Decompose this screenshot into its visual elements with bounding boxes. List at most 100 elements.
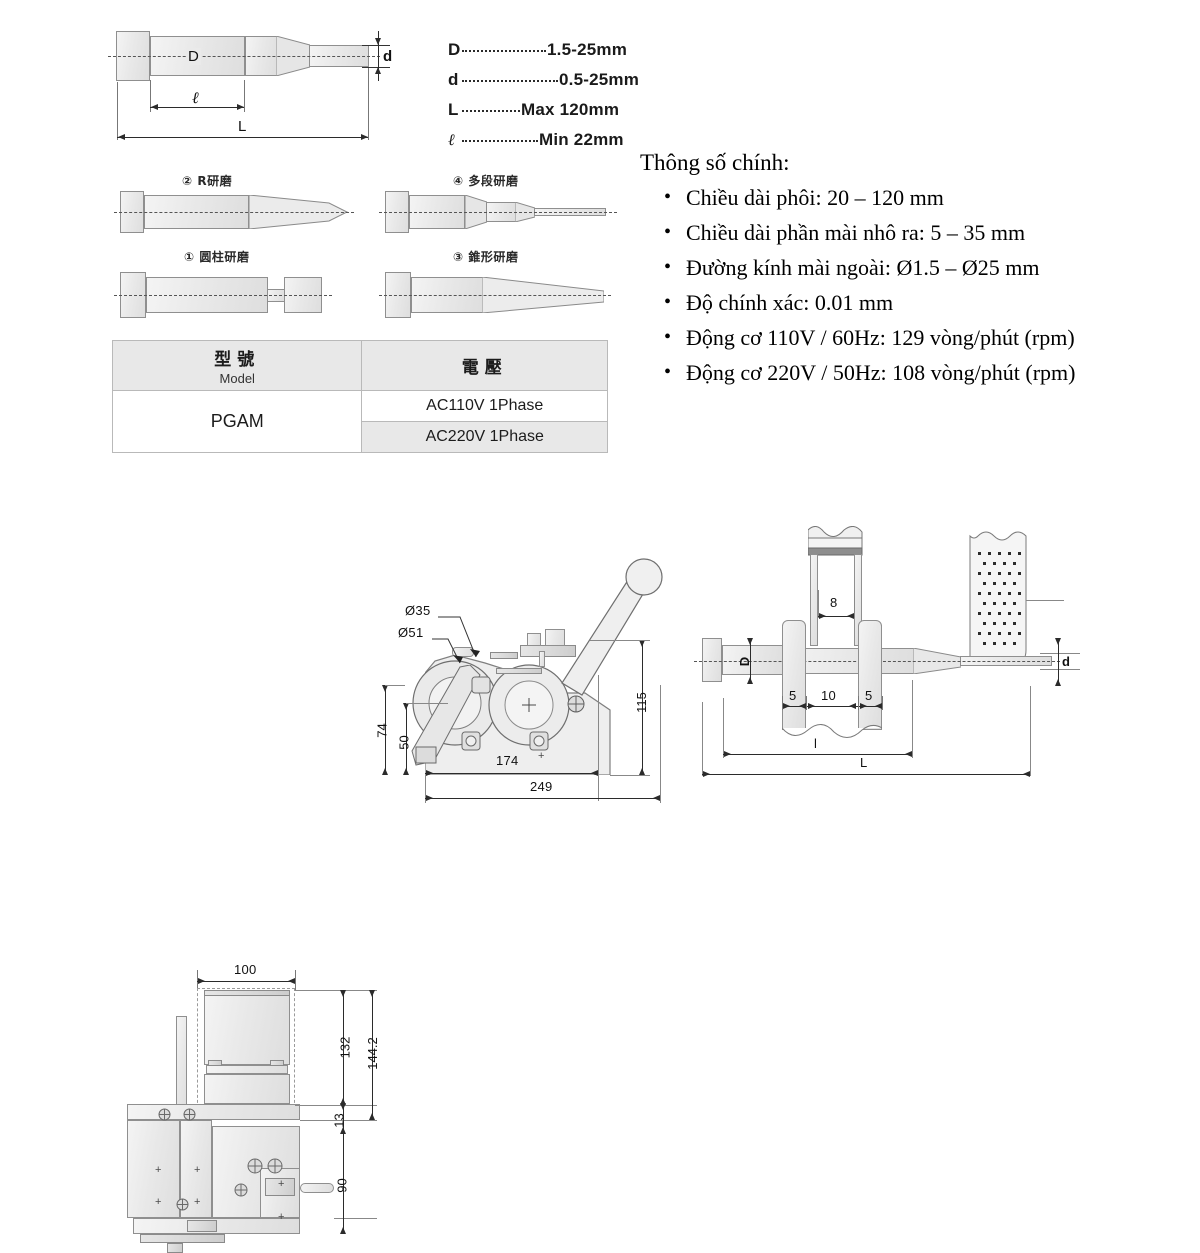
dim10-arrow-l <box>808 703 815 709</box>
dim-label-5-left: 5 <box>789 688 797 703</box>
dimD-arrow-bottom <box>747 677 753 684</box>
dim50-line <box>406 703 407 775</box>
column-cap <box>204 990 290 996</box>
dim8-line <box>818 616 854 617</box>
d-dim-line <box>378 31 379 81</box>
ext-line-top <box>295 990 377 991</box>
d-arrow-bottom <box>375 67 381 74</box>
dim74-ext-top <box>385 685 405 686</box>
dim13-arrow-top <box>340 1103 346 1110</box>
dim1442-arrow-bottom <box>369 1113 375 1120</box>
leader-lines <box>432 616 480 664</box>
d-ext-top <box>362 45 390 46</box>
slot-detail-2 <box>187 1220 217 1232</box>
L-arrow-left <box>118 134 125 140</box>
column-upper <box>204 993 290 1065</box>
legend-leader <box>462 110 520 112</box>
L-dim-line <box>117 137 368 138</box>
ext-line-90 <box>334 1218 377 1219</box>
dim50-arrow-bottom <box>403 768 409 775</box>
dim-L-arrow-right <box>1023 771 1030 777</box>
dim174-line <box>425 773 598 774</box>
fastener-cross-icon: + <box>538 750 545 762</box>
w100-arrow-left <box>198 978 205 984</box>
spec-list: Chiều dài phôi: 20 – 120 mm Chiều dài ph… <box>640 180 1200 390</box>
slide-rod <box>176 1016 187 1116</box>
dim115-line <box>642 640 643 775</box>
d-arrow-top <box>375 38 381 45</box>
dim5a-arrow-r <box>799 703 806 709</box>
drive-pulley <box>488 664 570 746</box>
dim-label-115: 115 <box>633 692 649 713</box>
operating-lever <box>561 558 663 696</box>
fastener-cross-icon: + <box>194 1196 201 1208</box>
dim5-tick-2 <box>806 696 807 710</box>
side-pin <box>300 1183 334 1193</box>
legend-value: 0.5-25mm <box>559 70 640 89</box>
grinding-type-1-drawing: ① 圆柱研磨 <box>110 248 360 320</box>
dim-label-100: 100 <box>234 962 257 977</box>
legend-leader <box>462 80 558 82</box>
grinding-type-2-drawing: ② R研磨 <box>110 172 360 242</box>
grinding-type-1-label: ① 圆柱研磨 <box>184 250 250 264</box>
dim74-arrow-top <box>382 685 388 692</box>
dim-l-ext-right <box>912 680 913 758</box>
perforated-guard <box>969 531 1027 663</box>
wp-flange-head <box>702 638 722 682</box>
fastener-cross-icon: + <box>278 1178 285 1190</box>
dim115-arrow-bottom <box>639 768 645 775</box>
column-ledge-right <box>270 1060 284 1066</box>
dim10-arrow-r <box>849 703 856 709</box>
dimd-line <box>1058 638 1059 686</box>
w100-arrow-right <box>288 978 295 984</box>
dim-label-50: 50 <box>396 735 412 750</box>
dim-l-arrow-right <box>905 751 912 757</box>
adjuster-knob-left <box>527 633 541 646</box>
header-voltage-cn: 電壓 <box>461 358 508 378</box>
spec-item: Động cơ 220V / 50Hz: 108 vòng/phút (rpm) <box>640 355 1200 390</box>
g2-axis <box>114 212 354 213</box>
dimD-arrow-top <box>747 638 753 645</box>
dim5b-arrow-r <box>875 703 882 709</box>
dim-label-174: 174 <box>496 753 519 768</box>
legend-value: Min 22mm <box>539 130 624 149</box>
dim-label-D: D <box>737 656 753 667</box>
dim8-arrow-left <box>819 613 826 619</box>
dim5-tick-1 <box>782 696 783 710</box>
legend-value: Max 120mm <box>521 100 620 119</box>
fastener-cross-icon: + <box>194 1164 201 1176</box>
dim-label-10: 10 <box>821 688 837 703</box>
lower-wheel-right <box>858 620 882 730</box>
dim-l-arrow-left <box>724 751 731 757</box>
dim-L-ext-left <box>702 702 703 776</box>
ell-arrow-right <box>237 104 244 110</box>
legend-row-d: d 0.5-25mm <box>448 70 639 100</box>
legend-symbol: d <box>448 70 459 89</box>
tool-holder <box>411 665 481 766</box>
grinding-type-3-label: ③ 錐形研磨 <box>453 250 519 264</box>
dim90-arrow-bottom <box>340 1227 346 1234</box>
ell-ext-left <box>150 80 151 112</box>
dim74-line <box>385 685 386 775</box>
dim5-10-5-line <box>782 706 882 707</box>
w100-dim-line <box>197 981 295 982</box>
label-ell: ℓ <box>192 90 199 107</box>
dim249-arrow-left <box>426 795 433 801</box>
bolt-head-icon <box>176 1198 189 1211</box>
dim132-arrow-top <box>340 990 346 997</box>
specification-block: Thông số chính: Chiều dài phôi: 20 – 120… <box>640 150 1200 390</box>
dim5a-arrow-l <box>783 703 790 709</box>
dim-L-arrow-left <box>703 771 710 777</box>
dim-label-d: d <box>1062 654 1071 669</box>
legend-row-L: L Max 120mm <box>448 100 639 130</box>
dim8-ext-left <box>818 590 819 618</box>
workpiece-setup-view: 8 <box>690 490 1090 800</box>
upper-wheel-web-left <box>810 554 818 646</box>
dim-label-132: 132 <box>337 1036 353 1059</box>
spec-item: Đường kính mài ngoài: Ø1.5 – Ø25 mm <box>640 250 1200 285</box>
dim-label-d51: Ø51 <box>398 625 424 640</box>
dimD-line <box>750 638 751 684</box>
dim-L-line <box>702 774 1030 775</box>
foot-plate <box>140 1234 225 1243</box>
L-arrow-right <box>361 134 368 140</box>
